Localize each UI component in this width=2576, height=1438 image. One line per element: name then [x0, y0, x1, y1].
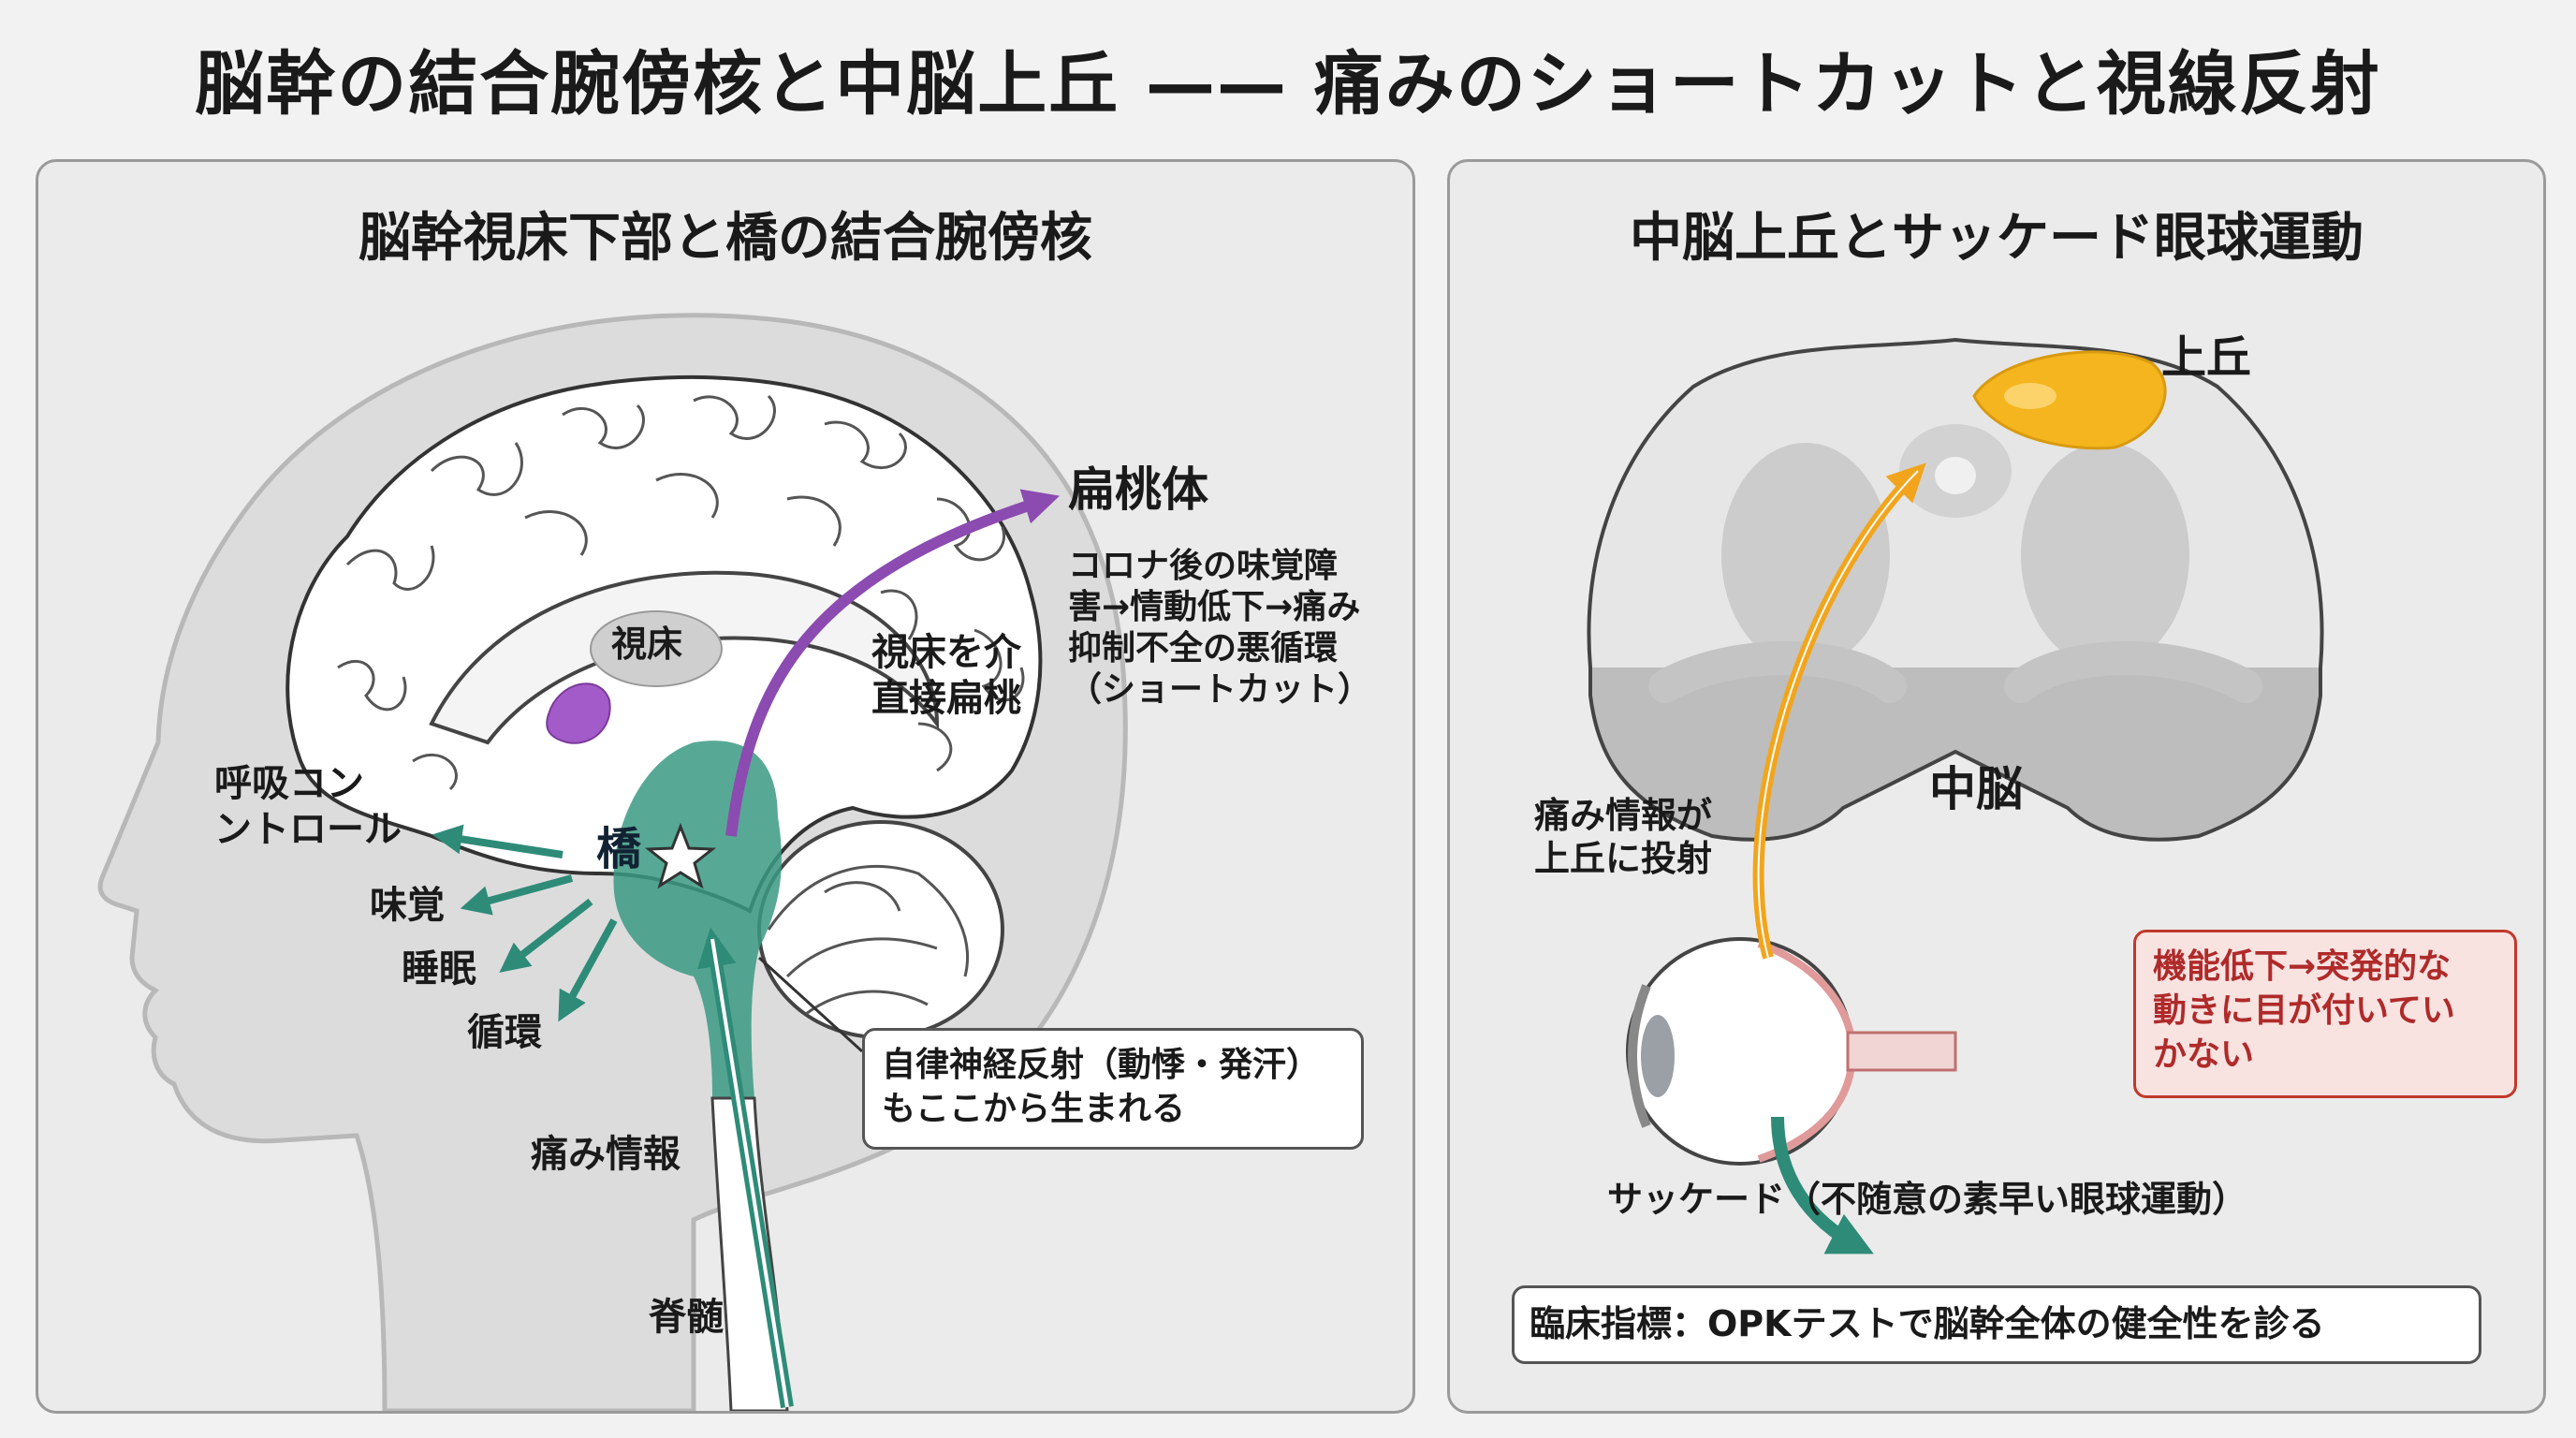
via-thalamus-label: 視床を介 直接扁桃 — [871, 630, 1021, 722]
pain-projection-label: 痛み情報が 上丘に投射 — [1534, 794, 1712, 881]
autonomic-reflex-box: 自律神経反射（動悸・発汗） もここから生まれる — [862, 1028, 1364, 1150]
clinical-indicator-box: 臨床指標：OPKテストで脳幹全体の健全性を診る — [1512, 1285, 2481, 1364]
taste-label: 味覚 — [370, 883, 445, 929]
superior-colliculus-label: 上丘 — [2161, 330, 2251, 386]
eyeball — [1628, 939, 1955, 1164]
left-panel: 脳幹視床下部と橋の結合腕傍核 視床 橋 扁桃体 視床を介 直接扁桃 コロナ後の味… — [36, 159, 1415, 1414]
saccade-label: サッケード（不随意の素早い眼球運動） — [1607, 1178, 2247, 1221]
left-panel-title: 脳幹視床下部と橋の結合腕傍核 — [38, 196, 1412, 271]
respiration-label: 呼吸コン ントロール — [214, 761, 402, 853]
right-panel: 中脳上丘とサッケード眼球運動 上丘 中脳 痛み情報が 上丘に投射 サッケード（不… — [1447, 159, 2546, 1414]
pain-info-label: 痛み情報 — [531, 1132, 681, 1178]
midbrain-label: 中脳 — [1929, 761, 2023, 818]
amygdala-label: 扁桃体 — [1068, 462, 1208, 519]
main-title: 脳幹の結合腕傍核と中脳上丘 —— 痛みのショートカットと視線反射 — [0, 28, 2576, 128]
right-panel-title: 中脳上丘とサッケード眼球運動 — [1450, 196, 2543, 271]
spinal-cord-label: 脊髄 — [649, 1295, 724, 1341]
optic-nerve — [1848, 1033, 1955, 1070]
cerebellum — [759, 822, 1003, 1037]
circulation-label: 循環 — [467, 1010, 542, 1056]
dysfunction-box: 機能低下→突発的な 動きに目が付いてい かない — [2133, 930, 2517, 1098]
thalamus-label: 視床 — [611, 623, 682, 666]
sleep-label: 睡眠 — [402, 946, 476, 992]
vicious-cycle-label: コロナ後の味覚障 害→情動低下→痛み 抑制不全の悪循環 （ショートカット） — [1068, 546, 1371, 711]
pons-label: 橋 — [596, 822, 641, 877]
